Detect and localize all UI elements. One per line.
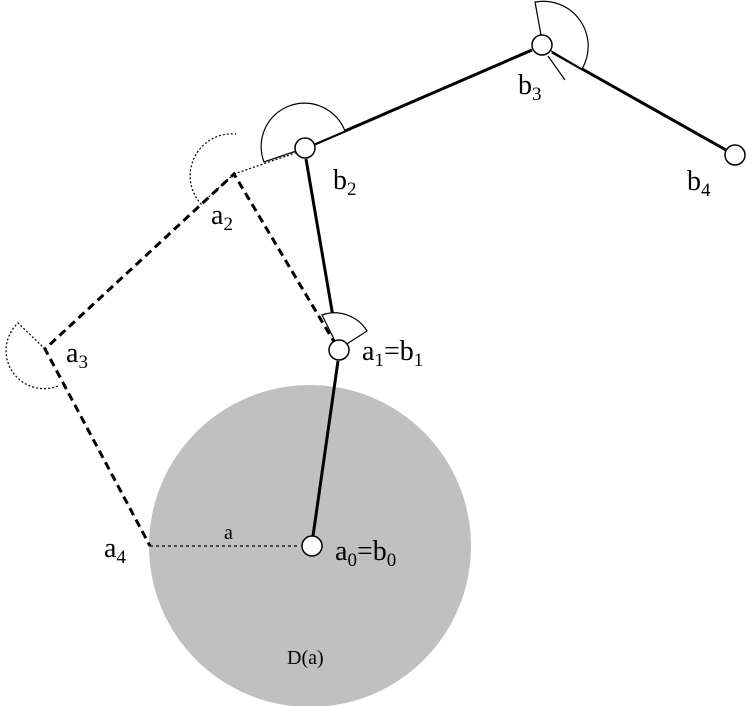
label-disk: D(a) — [287, 647, 324, 669]
label-b4: b4 — [687, 166, 711, 201]
label-a0-b0: a0=b0 — [335, 536, 396, 571]
label-a3: a3 — [66, 338, 88, 373]
link-a2-b2-dotted — [233, 151, 299, 175]
label-radius: a — [224, 522, 233, 544]
joint-b2 — [294, 137, 316, 159]
label-a1-b1: a1=b1 — [362, 336, 423, 371]
joint-b4 — [724, 144, 746, 166]
angle-sector-a3-dotted — [5, 322, 59, 390]
angle-sector-b3-tick — [547, 55, 566, 81]
link-b0-b1 — [311, 360, 340, 537]
link-b2-b3 — [314, 48, 533, 146]
label-b2: b2 — [333, 165, 357, 200]
chain-a-dashed — [43, 171, 338, 547]
label-a2: a2 — [211, 200, 233, 235]
angle-sector-b3 — [534, 0, 589, 70]
joint-a1-b1 — [328, 339, 350, 361]
label-b3: b3 — [518, 70, 542, 105]
label-a4: a4 — [104, 533, 126, 568]
link-b1-b2 — [304, 158, 339, 341]
angle-sector-b1 — [321, 312, 368, 350]
angle-sector-b2 — [260, 102, 346, 163]
joint-a0-b0 — [301, 535, 323, 557]
angle-sector-a2-dotted — [189, 133, 237, 205]
joint-b3 — [531, 34, 553, 56]
